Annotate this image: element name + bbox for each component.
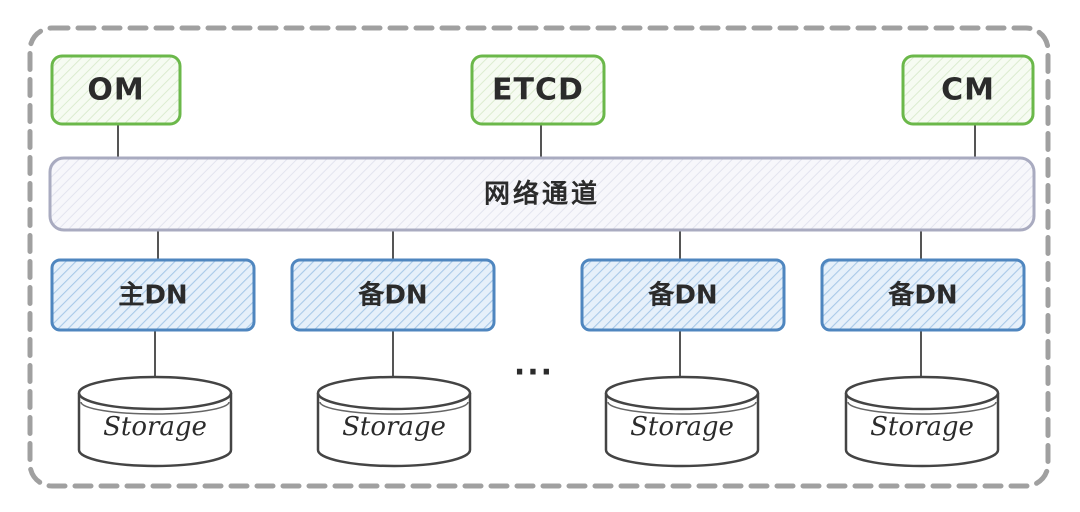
node-etcd: ETCD (470, 54, 606, 126)
dn-node-primary-label: 主DN (118, 281, 187, 311)
node-om: OM (50, 54, 182, 126)
dn-node-standby-1-label: 备DN (357, 281, 427, 311)
storage-cylinder-3: Storage (604, 375, 760, 468)
dn-node-primary: 主DN (50, 258, 256, 332)
storage-label-2: Storage (342, 412, 446, 442)
dn-node-standby-2-label: 备DN (647, 281, 717, 311)
dn-node-standby-2: 备DN (580, 258, 786, 332)
storage-cylinder-4: Storage (844, 375, 1000, 468)
network-channel: 网络通道 (48, 156, 1036, 232)
storage-label-4: Storage (870, 412, 974, 442)
node-om-label: OM (87, 73, 144, 108)
storage-label-3: Storage (630, 412, 734, 442)
node-etcd-label: ETCD (492, 73, 584, 108)
network-channel-label: 网络通道 (484, 179, 600, 210)
dn-node-standby-3: 备DN (820, 258, 1026, 332)
connectors (117, 124, 976, 383)
dn-node-standby-1: 备DN (290, 258, 496, 332)
node-cm: CM (901, 54, 1035, 126)
storage-label-1: Storage (103, 412, 207, 442)
dn-node-standby-3-label: 备DN (887, 281, 957, 311)
ellipsis-more-nodes: ... (514, 348, 554, 383)
storage-cylinder-2: Storage (316, 375, 472, 468)
node-cm-label: CM (941, 73, 995, 108)
storage-cylinder-1: Storage (77, 375, 233, 468)
